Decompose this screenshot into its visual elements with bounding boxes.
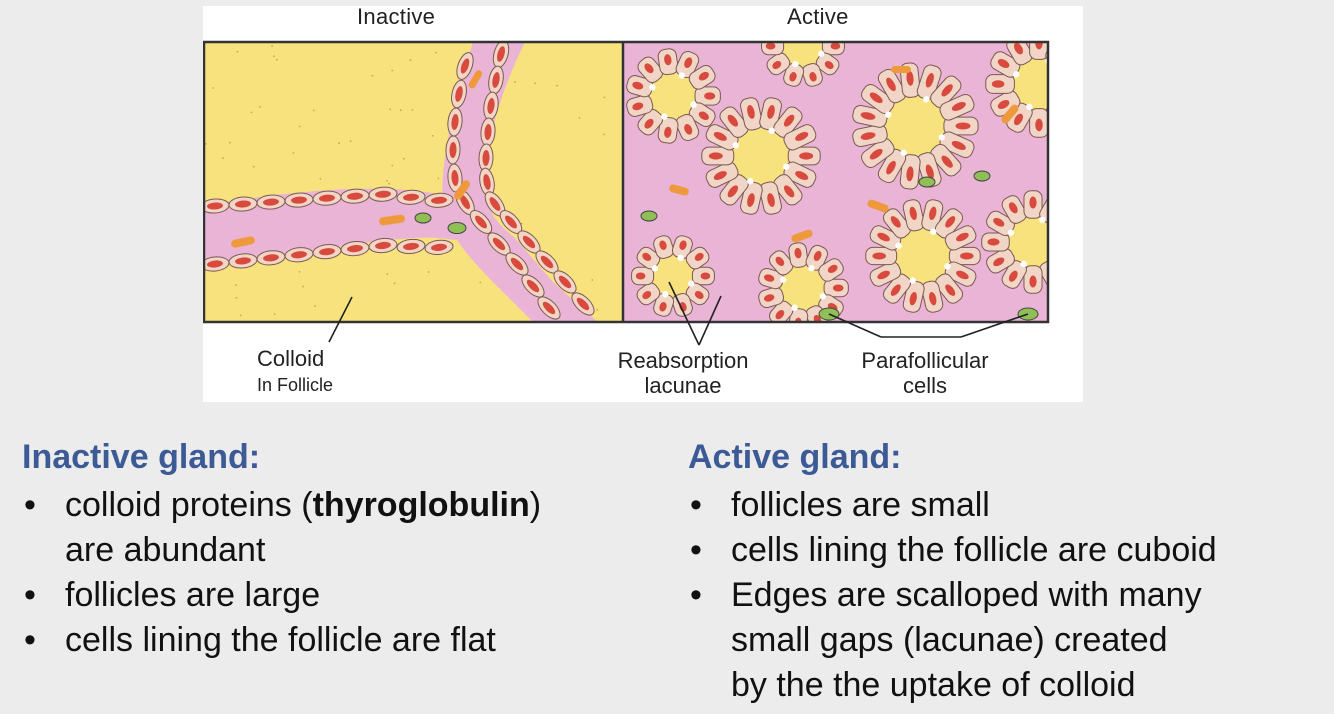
active-panel-title: Active	[787, 4, 849, 30]
cuboid-cell	[1064, 75, 1083, 94]
colloid-speck	[597, 309, 599, 311]
list-item: follicles are large	[22, 573, 662, 618]
thyroid-figure: Inactive Active Colloid In Follicle Reab…	[203, 6, 1083, 402]
colloid-speck	[271, 45, 273, 47]
colloid-speck	[389, 108, 391, 110]
colloid-sublabel: In Follicle	[257, 373, 333, 398]
reabsorption-label-line1: Reabsorption	[579, 348, 787, 373]
colloid-speck	[604, 97, 606, 99]
colloid-speck	[293, 152, 295, 154]
colloid-speck	[514, 81, 516, 83]
colloid-speck	[412, 109, 414, 111]
cuboid-cell	[1049, 246, 1082, 275]
colloid-speck	[299, 271, 301, 273]
colloid-speck	[222, 157, 224, 159]
colloid-speck	[386, 180, 388, 182]
colloid-speck	[428, 271, 430, 273]
reabsorption-lacunae-label: Reabsorption lacunae	[579, 348, 787, 398]
inactive-gland-heading: Inactive gland:	[22, 438, 662, 477]
colloid-speck	[240, 315, 242, 317]
list-item: colloid proteins (thyroglobulin)	[22, 483, 662, 528]
colloid-speck	[338, 142, 340, 144]
colloid-speck	[534, 82, 536, 84]
cuboid-cell	[1056, 88, 1083, 119]
colloid-speck	[212, 87, 214, 89]
inactive-gland-section: Inactive gland: colloid proteins (thyrog…	[22, 438, 662, 663]
colloid-speck	[274, 313, 276, 315]
cuboid-cell	[657, 48, 679, 76]
colloid-speck	[235, 284, 237, 286]
colloid-speck	[313, 110, 315, 112]
colloid-speck	[388, 183, 390, 185]
colloid-speck	[579, 117, 581, 119]
bullet-text-bold: thyroglobulin	[313, 486, 530, 524]
cuboid-cell	[1049, 208, 1082, 237]
colloid-speck	[403, 158, 405, 160]
colloid-speck	[372, 75, 374, 77]
colloid-speck	[410, 59, 412, 61]
list-item: cells lining the follicle are flat	[22, 618, 662, 663]
colloid-speck	[320, 178, 322, 180]
active-gland-list: follicles are small cells lining the fol…	[688, 483, 1334, 708]
inactive-gland-list: colloid proteins (thyroglobulin) are abu…	[22, 483, 662, 663]
parafollicular-label-line2: cells	[827, 373, 1023, 398]
bullet-text-pre: colloid proteins (	[65, 486, 313, 524]
cuboid-cell	[632, 267, 654, 285]
colloid-speck	[229, 142, 231, 144]
cuboid-cell	[788, 242, 809, 268]
list-item-continuation: small gaps (lacunae) created	[688, 618, 1334, 663]
colloid-speck	[253, 166, 255, 168]
cuboid-cell	[762, 37, 784, 55]
colloid-speck	[386, 273, 388, 275]
list-item: cells lining the follicle are cuboid	[688, 528, 1334, 573]
colloid-speck	[273, 55, 275, 57]
parafollicular-label-line1: Parafollicular	[827, 348, 1023, 373]
colloid-speck	[394, 282, 396, 284]
cuboid-cell	[692, 267, 714, 285]
active-gland-heading: Active gland:	[688, 438, 1334, 477]
colloid-speck	[350, 140, 352, 142]
colloid-speck	[603, 134, 605, 136]
thyroid-illustration	[203, 6, 1083, 402]
colloid-speck	[302, 286, 304, 288]
colloid-speck	[438, 178, 440, 180]
colloid-speck	[556, 85, 558, 87]
colloid-speck	[591, 279, 593, 281]
cuboid-cell	[1056, 49, 1083, 80]
colloid-speck	[259, 106, 261, 108]
colloid-speck	[435, 52, 437, 54]
cuboid-cell	[824, 279, 848, 296]
colloid-label: Colloid	[257, 346, 324, 371]
colloid-label-text: Colloid	[257, 346, 324, 371]
list-item: Edges are scalloped with many	[688, 573, 1334, 618]
colloid-speck	[251, 112, 253, 114]
list-item-continuation: by the the uptake of colloid	[688, 663, 1334, 708]
colloid-speck	[237, 51, 239, 53]
colloid-speck	[391, 70, 393, 72]
active-gland-section: Active gland: follicles are small cells …	[688, 438, 1334, 708]
parafollicular-cells-label: Parafollicular cells	[827, 348, 1023, 398]
inactive-panel-title: Inactive	[357, 4, 435, 30]
active-panel	[623, 6, 1083, 334]
cuboid-cell	[822, 37, 844, 55]
reabsorption-label-line2: lacunae	[579, 373, 787, 398]
colloid-speck	[236, 297, 238, 299]
colloid-speck	[432, 135, 434, 137]
list-item-continuation: are abundant	[22, 528, 662, 573]
colloid-speck	[400, 109, 402, 111]
colloid-speck	[276, 59, 278, 61]
colloid-speck	[479, 282, 481, 284]
colloid-speck	[299, 126, 301, 128]
bullet-text-post: )	[530, 486, 541, 524]
cuboid-cell	[1057, 233, 1083, 251]
colloid-speck	[314, 305, 316, 307]
inactive-panel	[203, 39, 623, 323]
colloid-speck	[391, 165, 393, 167]
list-item: follicles are small	[688, 483, 1334, 528]
colloid-speck	[205, 143, 207, 145]
